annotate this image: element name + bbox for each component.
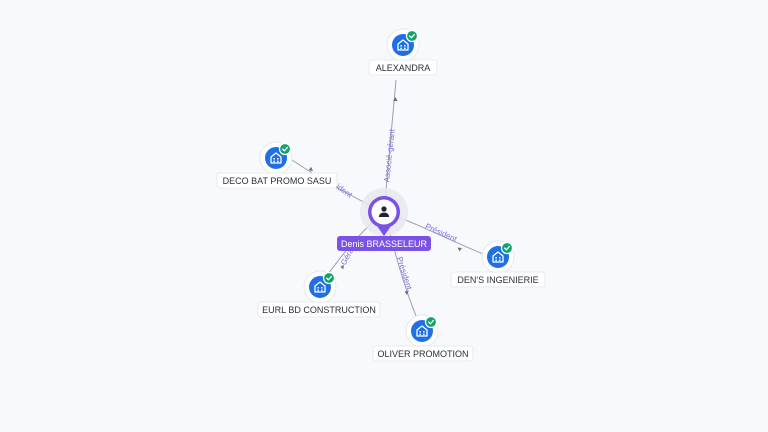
edge-label-oliver: Président [395, 256, 414, 292]
node-label-person: Denis BRASSELEUR [341, 239, 428, 249]
verified-check-icon [405, 29, 419, 43]
verified-check-icon [500, 241, 514, 255]
node-eurl-bd[interactable]: EURL BD CONSTRUCTION [257, 270, 381, 318]
verified-check-icon [278, 142, 292, 156]
person-icon [378, 206, 390, 217]
node-deco-bat[interactable]: DECO BAT PROMO SASU [216, 141, 338, 189]
node-alexandra[interactable]: ALEXANDRA [368, 28, 438, 76]
verified-check-icon [424, 315, 438, 329]
node-label-deco-bat: DECO BAT PROMO SASU [223, 176, 332, 186]
node-label-dens: DEN'S INGENIERIE [457, 275, 538, 285]
verified-check-icon [322, 271, 336, 285]
node-dens[interactable]: DEN'S INGENIERIE [450, 240, 546, 288]
node-label-eurl-bd: EURL BD CONSTRUCTION [262, 305, 376, 315]
node-person-center[interactable]: Denis BRASSELEUR [337, 188, 431, 251]
node-label-alexandra: ALEXANDRA [376, 63, 431, 73]
node-label-oliver: OLIVER PROMOTION [377, 349, 468, 359]
node-oliver[interactable]: OLIVER PROMOTION [372, 314, 474, 362]
edge-label-alexandra: Associé-gérant [382, 128, 397, 183]
